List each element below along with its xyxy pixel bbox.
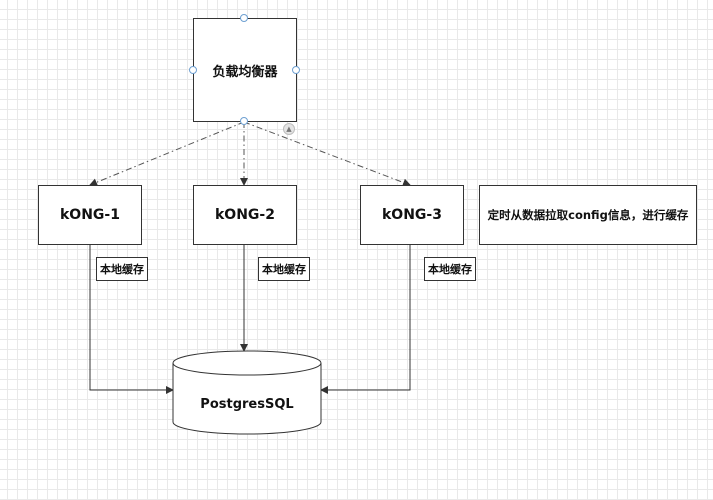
config-cache-note-text: 定时从数据拉取config信息，进行缓存 bbox=[487, 208, 689, 222]
kong-1-label: kONG-1 bbox=[60, 207, 120, 223]
kong1-to-db-connector[interactable] bbox=[89, 245, 174, 394]
postgres-label: PostgresSQL bbox=[200, 396, 294, 412]
selection-handle-right[interactable] bbox=[292, 66, 300, 74]
kong-2-local-cache[interactable]: 本地缓存 bbox=[258, 257, 310, 281]
kong-3-local-cache[interactable]: 本地缓存 bbox=[424, 257, 476, 281]
kong-3-node[interactable]: kONG-3 bbox=[360, 185, 464, 245]
local-cache-label: 本地缓存 bbox=[428, 263, 472, 276]
lb-to-kong1-connector[interactable] bbox=[89, 121, 245, 187]
selection-handle-bottom[interactable] bbox=[240, 117, 248, 125]
kong-1-local-cache[interactable]: 本地缓存 bbox=[96, 257, 148, 281]
kong-2-node[interactable]: kONG-2 bbox=[193, 185, 297, 245]
local-cache-label: 本地缓存 bbox=[100, 263, 144, 276]
kong-1-node[interactable]: kONG-1 bbox=[38, 185, 142, 245]
kong-2-label: kONG-2 bbox=[215, 207, 275, 223]
lb-to-kong3-connector[interactable] bbox=[243, 121, 411, 187]
selection-handle-top[interactable] bbox=[240, 14, 248, 22]
load-balancer-node[interactable]: 负载均衡器 bbox=[193, 18, 297, 122]
load-balancer-label: 负载均衡器 bbox=[212, 64, 278, 80]
config-cache-note[interactable]: 定时从数据拉取config信息，进行缓存 bbox=[479, 185, 697, 245]
kong-3-label: kONG-3 bbox=[382, 207, 442, 223]
postgres-cylinder[interactable] bbox=[172, 350, 322, 435]
warning-icon[interactable]: ▲ bbox=[283, 123, 295, 135]
kong3-to-db-connector[interactable] bbox=[320, 245, 411, 394]
local-cache-label: 本地缓存 bbox=[262, 263, 306, 276]
selection-handle-left[interactable] bbox=[189, 66, 197, 74]
